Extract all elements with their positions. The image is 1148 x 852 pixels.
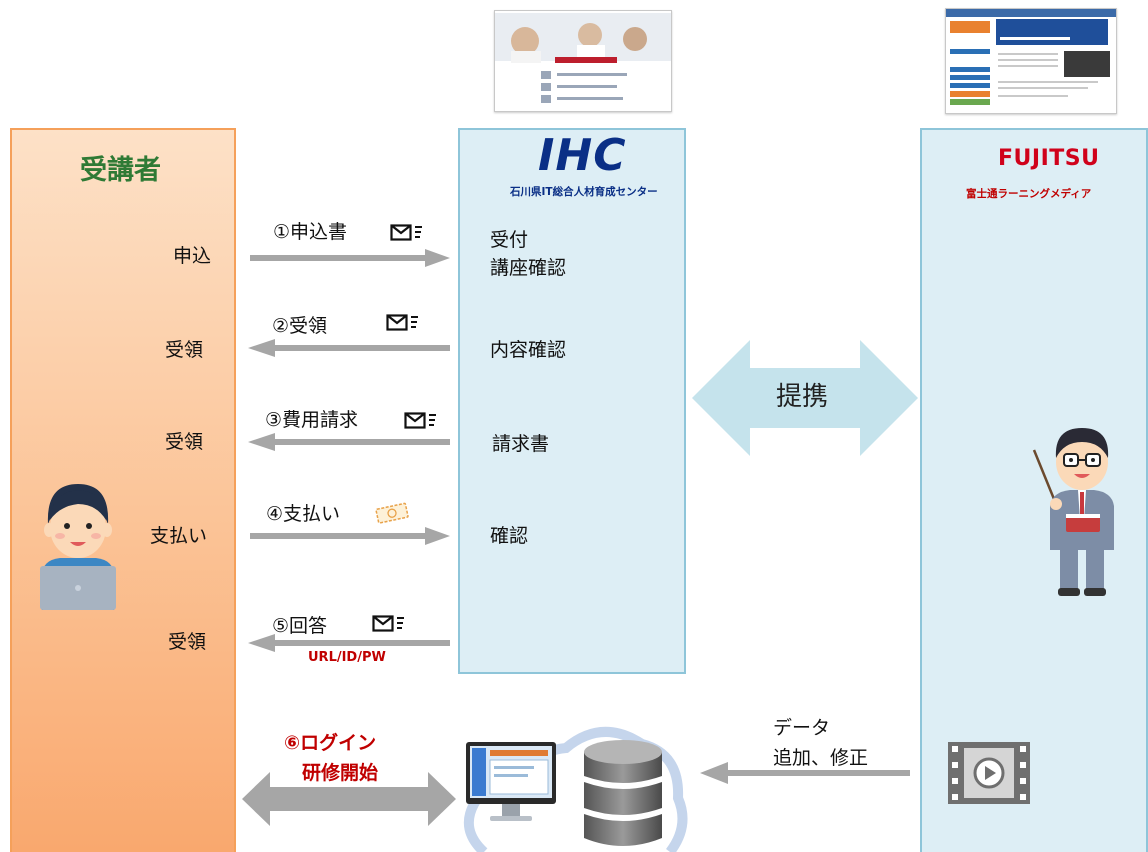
fujitsu-column	[920, 128, 1148, 852]
ihc-logo: IHC	[538, 130, 627, 181]
database-icon	[584, 740, 662, 846]
ihc-column	[458, 128, 686, 674]
fujitsu-logo: FUJITSU	[998, 146, 1100, 171]
data-update-arrow	[700, 762, 910, 784]
data-update-label: 追加、修正	[773, 747, 869, 769]
trainee-person-icon	[40, 484, 116, 610]
training-start-label: 研修開始	[302, 762, 379, 784]
trainee-action-apply: 申込	[173, 245, 212, 267]
mail-icon	[390, 224, 422, 241]
flow-label-receipt: ②受領	[272, 315, 328, 337]
elearning-website-thumbnail	[946, 9, 1116, 113]
ihc-website-screenshot	[494, 10, 672, 112]
instructor-icon	[1032, 428, 1114, 596]
ihc-website-thumbnail	[495, 11, 671, 111]
fujitsu-subtitle: 富士通ラーニングメディア	[966, 188, 1092, 200]
flow-label-payment: ④支払い	[266, 503, 341, 525]
trainee-column	[10, 128, 236, 852]
flow-arrows	[248, 249, 450, 652]
mail-icon	[386, 314, 418, 331]
ihc-action-content-check: 内容確認	[490, 339, 567, 361]
computer-icon	[466, 742, 556, 821]
login-double-arrow	[242, 772, 456, 826]
video-file-icon	[948, 742, 1030, 804]
mail-icon	[372, 615, 404, 632]
ihc-action-confirm: 確認	[490, 525, 529, 547]
arrow-right-payment	[250, 527, 450, 545]
arrow-right-application	[250, 249, 450, 267]
ihc-action-invoice: 請求書	[492, 433, 550, 455]
flow-label-billing: ③費用請求	[265, 409, 359, 431]
flow-note-credentials: URL/ID/PW	[308, 650, 386, 665]
flow-label-answer: ⑤回答	[272, 615, 328, 637]
trainee-action-receive-2: 受領	[165, 431, 204, 453]
flow-label-application: ①申込書	[273, 221, 348, 243]
ihc-action-reception: 受付	[490, 229, 529, 251]
login-label: ⑥ログイン	[284, 732, 377, 754]
trainee-title: 受講者	[80, 155, 161, 186]
trainee-action-payment: 支払い	[150, 525, 208, 547]
money-icon	[375, 502, 409, 524]
trainee-action-receive-1: 受領	[165, 339, 204, 361]
data-label: データ	[773, 717, 831, 739]
elearning-website-screenshot	[945, 8, 1117, 114]
arrow-left-answer	[248, 634, 450, 652]
mail-icon	[404, 412, 436, 429]
arrow-left-receipt	[248, 339, 450, 357]
arrow-left-billing	[248, 433, 450, 451]
ihc-action-course-check: 講座確認	[490, 257, 567, 279]
partnership-arrow	[692, 340, 918, 456]
ihc-subtitle: 石川県IT総合人材育成センター	[510, 186, 658, 198]
trainee-action-receive-3: 受領	[168, 631, 207, 653]
partnership-label: 提携	[776, 382, 829, 412]
